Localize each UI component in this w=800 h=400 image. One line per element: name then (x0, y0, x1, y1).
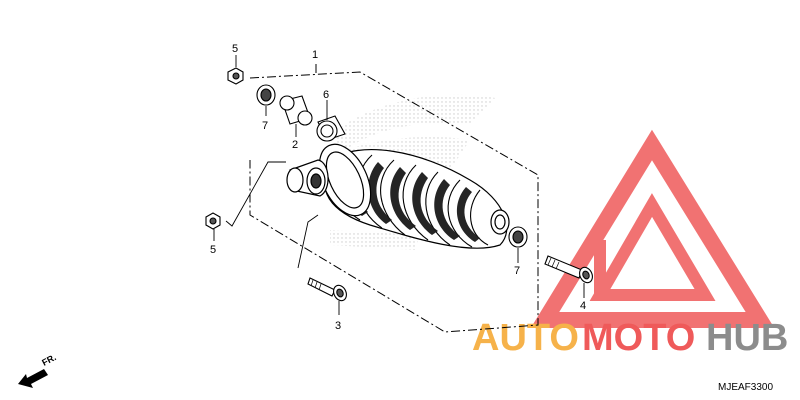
callout-7-top: 7 (262, 120, 268, 132)
diagram-code: MJEAF3300 (718, 382, 773, 393)
leader-lines (213, 55, 585, 315)
shock-absorber (286, 143, 510, 249)
brand-text-auto: AUTO (472, 317, 579, 359)
part-bolt-right (544, 255, 593, 284)
part-seal-top (256, 84, 276, 106)
front-label: FR. (40, 352, 57, 368)
brand-text-moto: MOTO (582, 317, 695, 359)
callout-1: 1 (312, 49, 318, 61)
automotohub-brand-text: AUTO MOTO HUB (472, 317, 788, 359)
callout-3: 3 (335, 320, 341, 332)
part-bearing (316, 115, 346, 142)
assembly-outline (249, 64, 539, 333)
callout-2: 2 (292, 139, 298, 151)
callout-7-right: 7 (514, 265, 520, 277)
automotohub-logo-icon (530, 129, 775, 328)
front-direction-indicator: FR. (18, 352, 58, 388)
part-collar (279, 95, 313, 126)
part-nut-left (205, 212, 221, 230)
callout-6: 6 (323, 89, 329, 101)
callout-5-left: 5 (210, 244, 216, 256)
part-seal-right (508, 226, 528, 248)
brand-text-hub: HUB (706, 317, 788, 359)
callout-5-top: 5 (232, 43, 238, 55)
front-arrow-icon (18, 369, 48, 388)
part-nut-top (227, 67, 244, 85)
callout-4: 4 (580, 300, 586, 312)
part-bolt-lower (307, 277, 347, 302)
